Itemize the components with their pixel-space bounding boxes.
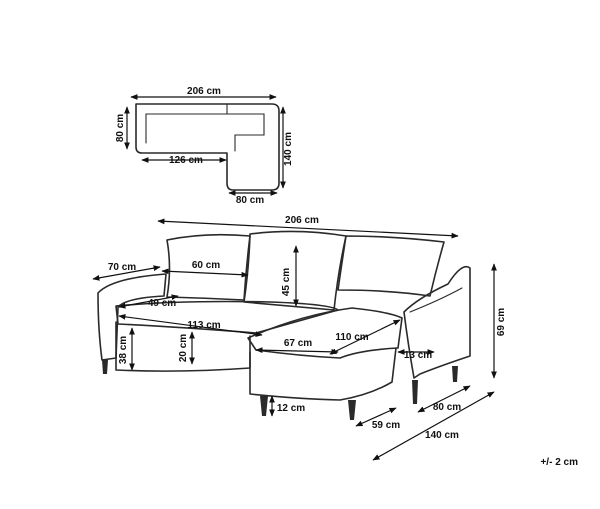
arm-to-chaise-label: 80 cm (433, 402, 461, 413)
total-width-label: 206 cm (285, 215, 319, 226)
top-view-inner-line (145, 113, 265, 152)
leg-right-arm (412, 380, 418, 404)
chaise-side-depth-label: 59 cm (372, 420, 400, 431)
dimension-line (118, 294, 179, 309)
dimension-line (118, 313, 263, 338)
top-depth-label: 80 cm (115, 114, 126, 142)
backrest-height-label: 45 cm (281, 268, 292, 296)
top-seat-length-label: 126 cm (169, 155, 203, 166)
top-chaise-length-label: 140 cm (283, 132, 294, 166)
armrest-depth-label: 70 cm (108, 262, 136, 273)
dimension-line (329, 319, 401, 355)
dimension-line (255, 347, 339, 355)
leg-chaise-left (260, 396, 268, 416)
back-cushion-center (243, 230, 347, 311)
right-armrest-edge (409, 287, 463, 313)
chaise-seat-width-label: 67 cm (284, 338, 312, 349)
dimension-line (92, 265, 161, 281)
leg-front-left (102, 360, 108, 374)
dimension-line (372, 391, 495, 461)
tolerance-note: +/- 2 cm (540, 457, 578, 468)
total-depth-label: 140 cm (425, 430, 459, 441)
back-cushion-right (337, 235, 445, 297)
seat-depth-label: 49 cm (148, 298, 176, 309)
dimension-line (161, 268, 249, 278)
perspective-view: 206 cm 70 cm 60 cm 45 cm 49 cm 113 cm 38… (92, 215, 507, 461)
chaise-seat-length-label: 110 cm (335, 332, 368, 343)
top-width-label: 206 cm (187, 86, 221, 97)
top-view-outline (135, 103, 280, 191)
top-view: 206 cm 80 cm 126 cm 140 cm 80 cm (115, 86, 294, 206)
leg-height-label: 12 cm (277, 403, 305, 414)
main-seat-base (115, 321, 251, 372)
seat-height-label: 38 cm (118, 336, 129, 364)
backrest-width-label: 60 cm (192, 260, 220, 271)
leg-back-right (452, 366, 458, 382)
armrest-width-label: 13 cm (404, 350, 432, 361)
chaise-base (249, 347, 397, 401)
total-height-label: 69 cm (496, 308, 507, 336)
right-armrest (403, 265, 471, 379)
leg-chaise-right (348, 400, 356, 420)
cushion-thickness-label: 20 cm (178, 334, 189, 362)
seat-width-label: 113 cm (187, 320, 220, 331)
dimension-line (157, 218, 459, 239)
top-chaise-width-label: 80 cm (236, 195, 264, 206)
